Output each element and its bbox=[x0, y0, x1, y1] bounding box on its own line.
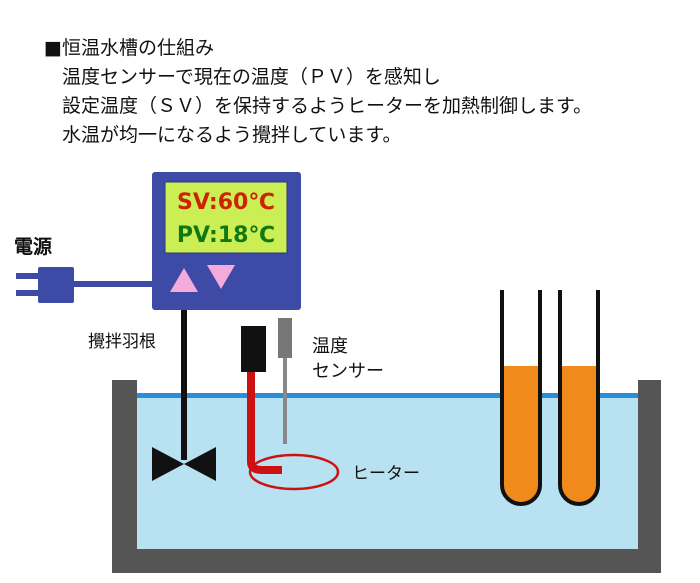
test-tube-2 bbox=[558, 290, 600, 506]
tank bbox=[112, 380, 661, 573]
sensor-probe bbox=[283, 358, 287, 444]
heater-rod bbox=[247, 372, 282, 474]
stirrer-blade-left bbox=[152, 447, 184, 481]
pv-readout: PV:18℃ bbox=[177, 223, 275, 248]
power-cable bbox=[70, 281, 158, 287]
plug-prong-top bbox=[16, 273, 40, 279]
stirrer-label: 攪拌羽根 bbox=[88, 332, 156, 352]
description-line-3: 水温が均一になるよう攪拌しています。 bbox=[62, 124, 402, 146]
sv-readout: SV:60℃ bbox=[177, 190, 275, 215]
down-triangle-icon bbox=[207, 265, 235, 289]
power-label: 電源 bbox=[14, 236, 53, 258]
test-tube-liquid-2 bbox=[560, 366, 598, 504]
heater-coil bbox=[248, 453, 340, 491]
stirrer-shaft bbox=[181, 310, 187, 460]
heater-connector bbox=[241, 326, 266, 372]
description-line-1: 温度センサーで現在の温度（ＰＶ）を感知し bbox=[62, 66, 441, 88]
test-tube-1 bbox=[500, 290, 542, 506]
water-surface bbox=[134, 393, 640, 398]
lcd-display bbox=[164, 181, 288, 254]
test-tube-liquid-1 bbox=[502, 366, 540, 504]
description-line-2: 設定温度（ＳＶ）を保持するようヒーターを加熱制御します。 bbox=[62, 95, 593, 117]
heater-label: ヒーター bbox=[352, 464, 420, 484]
plug-prong-bottom bbox=[16, 290, 40, 296]
sensor-label-line2: センサー bbox=[312, 361, 384, 382]
description-text: ■恒温水槽の仕組み 温度センサーで現在の温度（ＰＶ）を感知し 設定温度（ＳＶ）を… bbox=[44, 34, 592, 150]
stirrer-blade-right bbox=[184, 447, 216, 481]
description-title: ■恒温水槽の仕組み bbox=[44, 37, 214, 59]
sensor-label-line1: 温度 bbox=[312, 336, 348, 357]
water bbox=[134, 393, 640, 551]
plug-icon bbox=[38, 267, 74, 303]
up-triangle-icon bbox=[170, 268, 198, 292]
sensor-head bbox=[278, 318, 292, 358]
